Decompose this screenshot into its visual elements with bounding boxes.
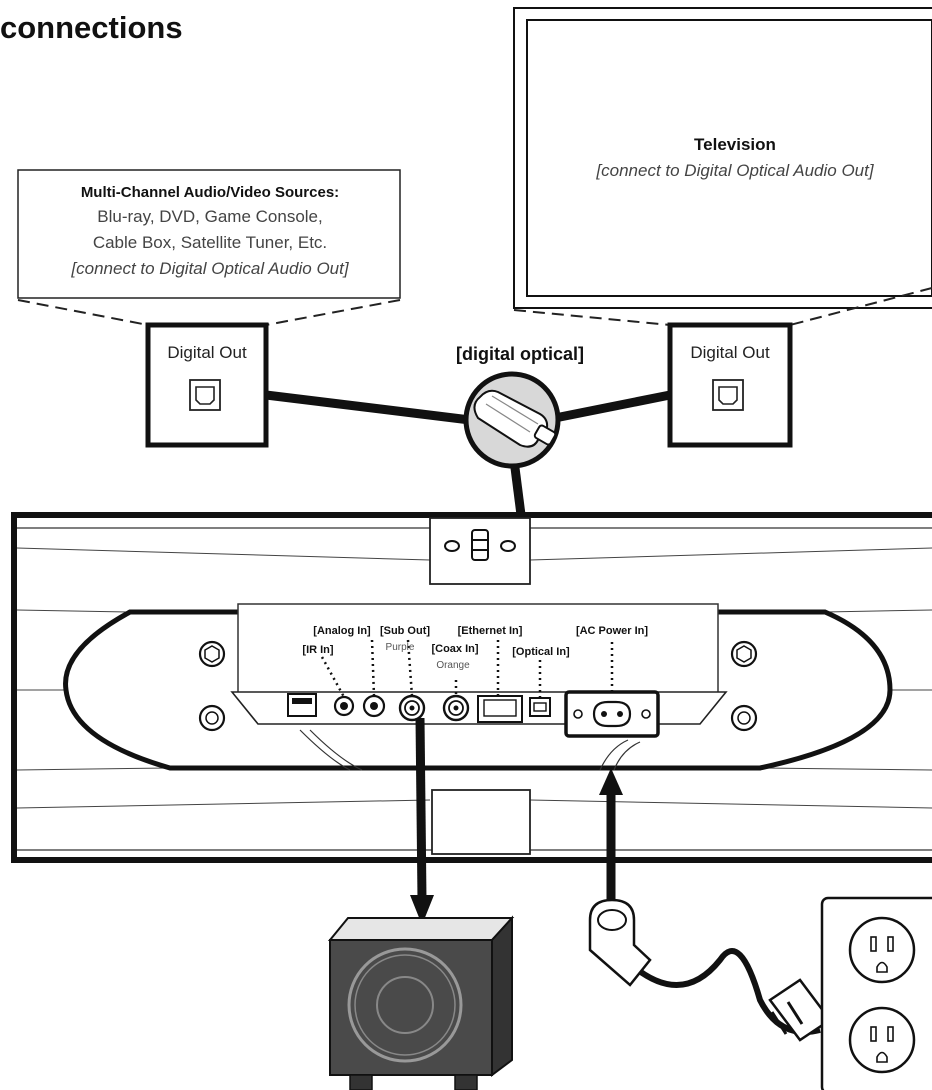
subwoofer bbox=[327, 915, 515, 1090]
speaker-cone-icon bbox=[347, 947, 463, 1063]
label-ir-in: [IR In] bbox=[302, 644, 333, 656]
digital-out-left-label: Digital Out bbox=[167, 343, 247, 362]
digital-out-right-label: Digital Out bbox=[690, 343, 770, 362]
sources-box: Multi-Channel Audio/Video Sources: Blu-r… bbox=[17, 169, 401, 299]
ac-power-port-icon bbox=[564, 690, 660, 738]
subwoofer-front bbox=[329, 939, 493, 1076]
cable-arrow-ac-power bbox=[599, 768, 623, 795]
usb-port-icon bbox=[287, 693, 317, 717]
label-coax-in: [Coax In] bbox=[431, 643, 478, 655]
digital-out-right: Digital Out bbox=[667, 322, 793, 448]
wall-outlet bbox=[820, 896, 932, 1090]
tv-screen bbox=[526, 19, 932, 297]
optical-in-port-icon bbox=[529, 697, 551, 717]
tv-note: [connect to Digital Optical Audio Out] bbox=[595, 161, 874, 180]
soundbar: [Analog In] [Sub Out] [Ethernet In] [AC … bbox=[11, 512, 932, 863]
tv-callout-left bbox=[513, 309, 671, 326]
page-title: connections bbox=[0, 10, 183, 45]
cable-left-segment bbox=[265, 390, 471, 425]
label-ethernet-in: [Ethernet In] bbox=[458, 625, 523, 637]
analog-in-jack-icon bbox=[362, 694, 386, 718]
label-optical-in: [Optical In] bbox=[512, 646, 570, 658]
optical-port-right-icon bbox=[712, 379, 744, 411]
sources-box-frame bbox=[17, 169, 401, 299]
port-leader-lines bbox=[320, 639, 614, 698]
ethernet-port-icon bbox=[477, 695, 523, 723]
television: Television [connect to Digital Optical A… bbox=[513, 7, 932, 309]
sources-note: [connect to Digital Optical Audio Out] bbox=[70, 259, 349, 278]
ac-power-plug-icon bbox=[588, 898, 652, 987]
screw-icon bbox=[198, 704, 226, 732]
outlet-socket-icon bbox=[848, 1006, 916, 1074]
tv-title: Television bbox=[694, 135, 776, 154]
screw-icon bbox=[730, 640, 758, 668]
sources-line2: Cable Box, Satellite Tuner, Etc. bbox=[93, 233, 327, 252]
subwoofer-cable bbox=[410, 717, 434, 925]
sources-callout-right bbox=[265, 299, 401, 326]
label-analog-in: [Analog In] bbox=[313, 625, 371, 637]
sources-title: Multi-Channel Audio/Video Sources: bbox=[81, 184, 339, 201]
cable-arrow-subwoofer bbox=[410, 895, 434, 925]
tv-callout-right bbox=[789, 287, 932, 326]
sources-callout-left bbox=[17, 299, 149, 326]
label-ac-power-in: [AC Power In] bbox=[576, 625, 648, 637]
digital-out-left: Digital Out bbox=[145, 322, 269, 448]
optical-connector-icon bbox=[463, 371, 561, 469]
sources-line1: Blu-ray, DVD, Game Console, bbox=[97, 207, 322, 226]
screw-icon bbox=[730, 704, 758, 732]
label-sub-out: [Sub Out] bbox=[380, 625, 430, 637]
label-coax-in-color: Orange bbox=[436, 660, 470, 671]
label-sub-out-color: Purple bbox=[386, 642, 415, 653]
cable-right-segment bbox=[554, 390, 671, 423]
top-connector-icon bbox=[444, 529, 516, 561]
coax-in-jack-icon bbox=[442, 694, 470, 722]
ir-in-jack-icon bbox=[333, 695, 355, 717]
sub-out-jack-icon bbox=[398, 694, 426, 722]
optical-port-left-icon bbox=[189, 379, 221, 411]
screw-icon bbox=[198, 640, 226, 668]
outlet-socket-icon bbox=[848, 916, 916, 984]
cable-label: [digital optical] bbox=[456, 344, 584, 364]
